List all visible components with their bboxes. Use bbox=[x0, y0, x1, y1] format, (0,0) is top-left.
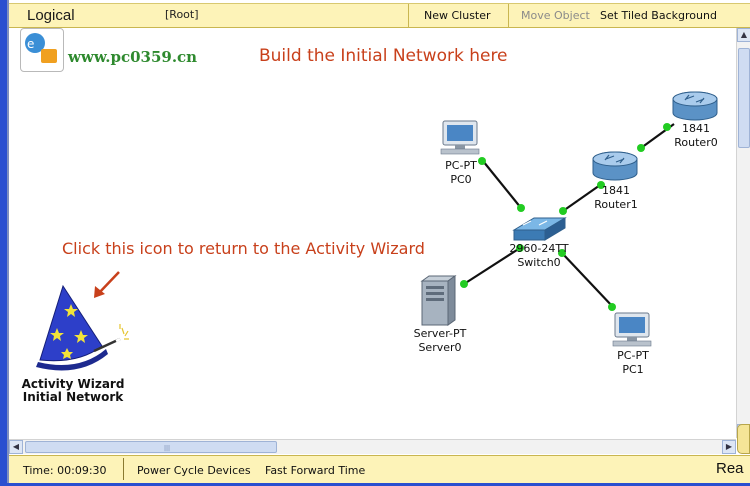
router0-model-label: 1841 bbox=[682, 122, 710, 135]
window-left-border-inner bbox=[7, 0, 9, 486]
server0-device[interactable]: Server-PT Server0 bbox=[414, 275, 467, 354]
pc1-name-label: PC1 bbox=[622, 363, 643, 376]
switch-icon bbox=[512, 217, 567, 241]
server-icon bbox=[420, 275, 457, 326]
window-bottom-border bbox=[0, 483, 750, 486]
scroll-right-icon[interactable]: ▶ bbox=[722, 440, 736, 454]
network-cables bbox=[463, 123, 675, 308]
cable-switch-router1 bbox=[562, 182, 604, 212]
wizard-label-line1: Activity Wizard bbox=[22, 377, 125, 391]
wizard-hat-icon bbox=[36, 284, 129, 371]
device-panel-tab[interactable] bbox=[737, 424, 750, 454]
switch0-device[interactable]: 2960-24TT Switch0 bbox=[509, 217, 569, 269]
workspace-toolbar: Logical [Root] New Cluster Move Object S… bbox=[9, 3, 750, 28]
vertical-scrollbar[interactable]: ▲ ▼ bbox=[736, 28, 750, 438]
switch0-model-label: 2960-24TT bbox=[509, 242, 568, 255]
switch0-name-label: Switch0 bbox=[517, 256, 560, 269]
watermark-logo-icon: e bbox=[20, 28, 64, 72]
simulation-statusbar: Time: 00:09:30 Power Cycle Devices Fast … bbox=[9, 455, 750, 484]
svg-text:e: e bbox=[27, 37, 34, 51]
toolbar-divider bbox=[508, 4, 509, 27]
router0-device[interactable]: 1841 Router0 bbox=[672, 91, 718, 149]
pc-icon bbox=[440, 120, 480, 155]
activity-wizard-shortcut[interactable]: Activity Wizard Initial Network bbox=[22, 284, 129, 404]
power-cycle-devices-button[interactable]: Power Cycle Devices bbox=[137, 464, 251, 477]
router1-name-label: Router1 bbox=[594, 198, 637, 211]
wizard-label-line2: Initial Network bbox=[23, 390, 125, 404]
router1-model-label: 1841 bbox=[602, 184, 630, 197]
cable-pc0-switch bbox=[482, 160, 522, 209]
window-left-border bbox=[0, 0, 7, 486]
toolbar-divider bbox=[408, 4, 409, 27]
pc1-device[interactable]: PC-PT PC1 bbox=[612, 312, 652, 376]
horizontal-scrollbar[interactable]: ◀ ||| ▶ bbox=[9, 439, 736, 454]
watermark-url: www.pc0359.cn bbox=[68, 48, 198, 66]
cable-switch-pc1 bbox=[561, 252, 614, 308]
move-object-button[interactable]: Move Object bbox=[521, 9, 590, 22]
scroll-up-icon[interactable]: ▲ bbox=[737, 28, 750, 42]
server0-model-label: Server-PT bbox=[414, 327, 467, 340]
realtime-mode-tab[interactable]: Rea bbox=[716, 460, 744, 477]
vertical-scroll-thumb[interactable] bbox=[738, 48, 750, 148]
set-tiled-background-button[interactable]: Set Tiled Background bbox=[600, 9, 717, 22]
logical-view-label[interactable]: Logical bbox=[27, 7, 75, 24]
cable-server-switch bbox=[463, 247, 521, 285]
horizontal-scroll-thumb[interactable]: ||| bbox=[25, 441, 277, 453]
router-icon bbox=[672, 91, 718, 121]
canvas-heading: Build the Initial Network here bbox=[259, 46, 508, 66]
instruction-arrow-icon bbox=[94, 271, 120, 298]
pc0-model-label: PC-PT bbox=[445, 159, 477, 172]
link-status-lights bbox=[460, 123, 671, 311]
simulation-time: Time: 00:09:30 bbox=[23, 464, 107, 477]
pc1-model-label: PC-PT bbox=[617, 349, 649, 362]
wizard-instruction: Click this icon to return to the Activit… bbox=[62, 239, 425, 258]
root-breadcrumb[interactable]: [Root] bbox=[165, 8, 199, 21]
pc-icon bbox=[612, 312, 652, 347]
pc0-name-label: PC0 bbox=[450, 173, 471, 186]
logical-workspace-canvas[interactable]: Build the Initial Network here Click thi… bbox=[9, 28, 736, 439]
router-icon bbox=[592, 151, 638, 181]
server0-name-label: Server0 bbox=[418, 341, 461, 354]
router1-device[interactable]: 1841 Router1 bbox=[592, 151, 638, 211]
statusbar-divider bbox=[123, 458, 124, 480]
scroll-grip-icon: ||| bbox=[164, 445, 171, 452]
router0-name-label: Router0 bbox=[674, 136, 717, 149]
new-cluster-button[interactable]: New Cluster bbox=[424, 9, 491, 22]
scroll-left-icon[interactable]: ◀ bbox=[9, 440, 23, 454]
fast-forward-time-button[interactable]: Fast Forward Time bbox=[265, 464, 366, 477]
pc0-device[interactable]: PC-PT PC0 bbox=[440, 120, 480, 186]
